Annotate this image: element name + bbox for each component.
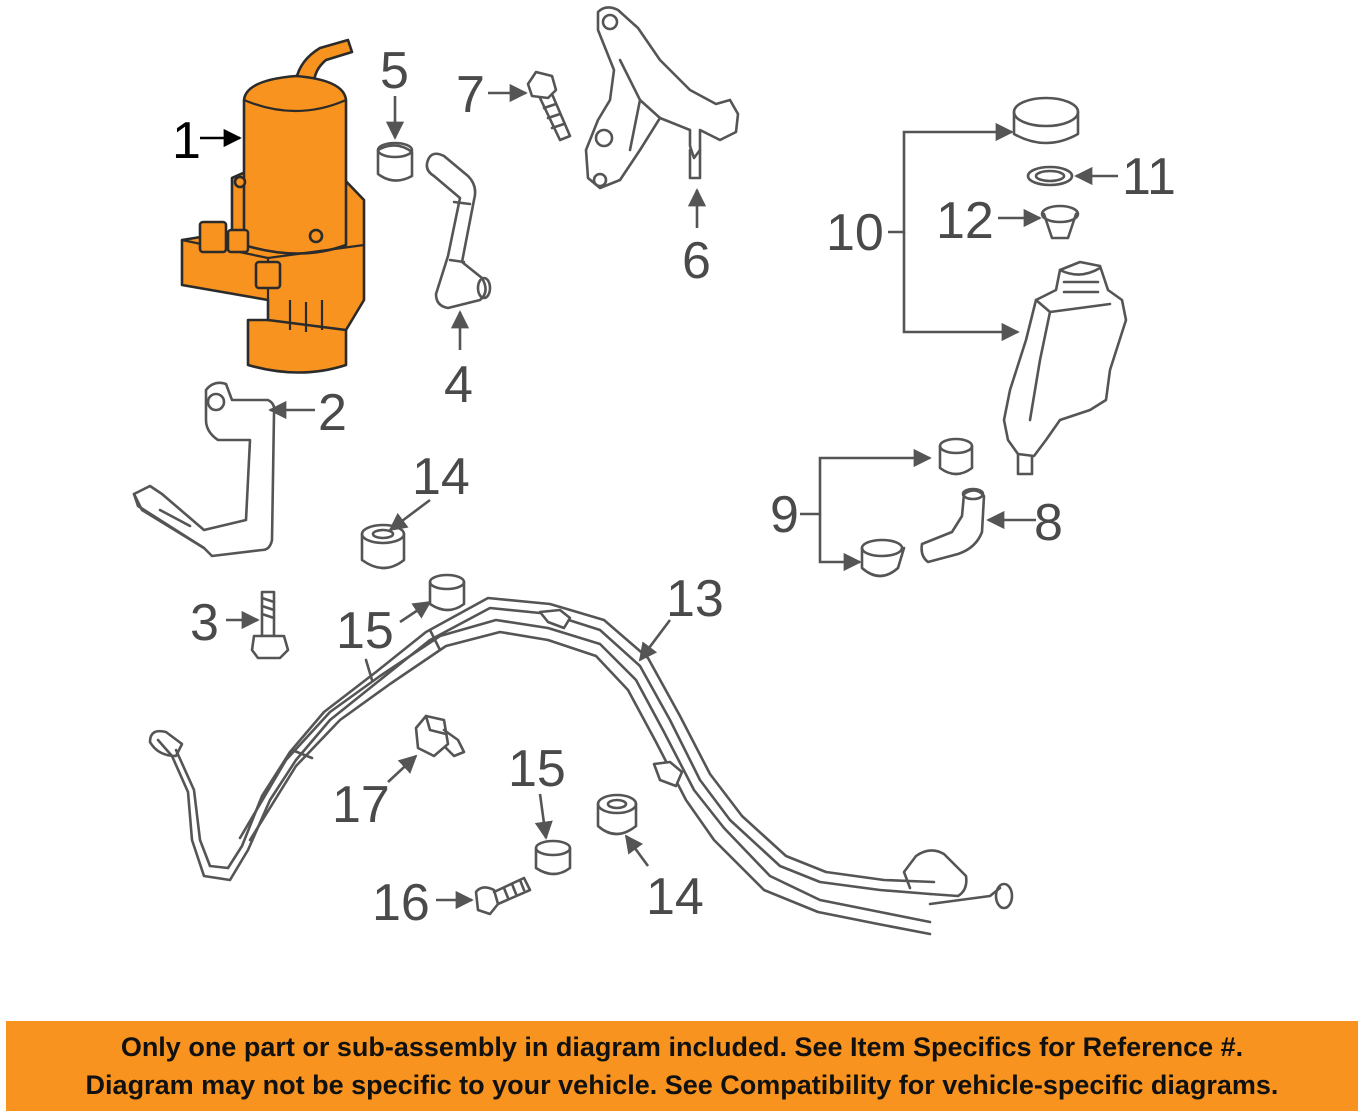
callout-7: 7 [456, 66, 485, 124]
bolt-7 [526, 70, 572, 142]
pump-bracket [132, 381, 276, 558]
pressure-sensor-17 [414, 714, 466, 758]
hose-clamp-9 [860, 437, 974, 578]
callout-6: 6 [682, 232, 711, 290]
mounting-bracket-6 [584, 6, 740, 190]
reservoir-cap [1012, 96, 1080, 145]
callout-labels: 1 2 3 4 5 6 7 8 9 10 11 12 13 14 14 15 1… [172, 42, 1176, 932]
callout-13: 13 [666, 570, 724, 628]
callout-9: 9 [770, 486, 799, 544]
callout-2: 2 [318, 384, 347, 442]
callout-11: 11 [1122, 148, 1176, 206]
callout-16: 16 [372, 874, 430, 932]
callout-15-lower: 15 [508, 740, 566, 798]
power-steering-pump [180, 38, 366, 374]
callout-17: 17 [332, 776, 390, 834]
spacer-15-upper [428, 573, 466, 612]
bolt-3 [250, 590, 290, 660]
notice-line-2: Diagram may not be specific to your vehi… [85, 1070, 1279, 1100]
callout-14-lower: 14 [646, 868, 704, 926]
callout-3: 3 [190, 594, 219, 652]
callout-10: 10 [826, 204, 884, 262]
grommet-14-lower [596, 793, 638, 836]
pressure-hose-assembly [148, 596, 1014, 936]
leader-lines [200, 83, 1118, 910]
parts-diagram: 1 2 3 4 5 6 7 8 9 10 11 12 13 14 14 15 1… [132, 6, 1176, 936]
spacer-15-lower [534, 839, 572, 876]
hose-8 [920, 487, 986, 564]
callout-1: 1 [172, 112, 201, 170]
reservoir-strainer [1040, 204, 1080, 240]
hose-clamp-5 [376, 141, 414, 182]
notice-banner: Only one part or sub-assembly in diagram… [6, 1021, 1358, 1111]
bolt-16 [474, 876, 532, 916]
callout-8: 8 [1034, 494, 1063, 552]
grommet-14-upper [360, 523, 406, 570]
callout-14-upper: 14 [412, 448, 470, 506]
reservoir-seal [1026, 165, 1074, 187]
callout-5: 5 [380, 42, 409, 100]
fluid-reservoir [1002, 260, 1128, 476]
callout-15-upper: 15 [336, 602, 394, 660]
callout-12: 12 [936, 192, 994, 250]
callout-4: 4 [444, 356, 473, 414]
hose-4 [425, 152, 492, 310]
notice-line-1: Only one part or sub-assembly in diagram… [120, 1032, 1244, 1062]
